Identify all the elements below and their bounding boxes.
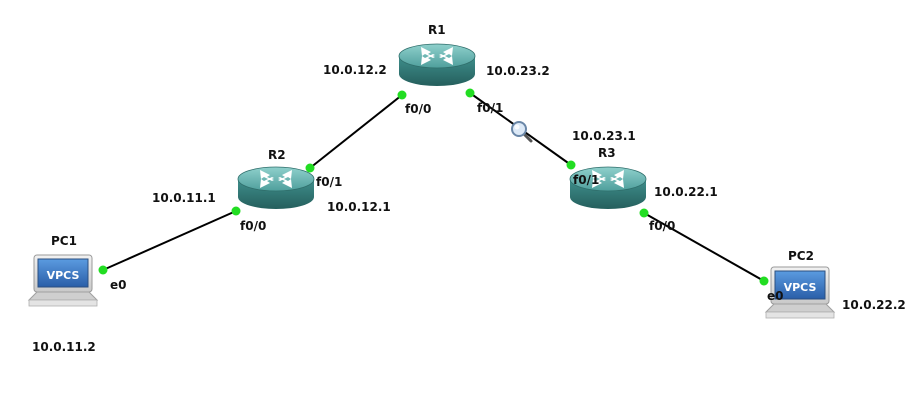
links bbox=[102, 92, 765, 282]
link-status-dots bbox=[98, 88, 769, 286]
link-r3-pc2[interactable] bbox=[643, 212, 765, 282]
packet-capture-icon[interactable] bbox=[511, 121, 533, 143]
ip-label-r3-f01: 10.0.23.1 bbox=[572, 129, 636, 143]
ip-label-pc2: 10.0.22.2 bbox=[842, 298, 906, 312]
pc1-screen-text: VPCS bbox=[47, 269, 80, 282]
port-label-pc2-e0: e0 bbox=[767, 289, 784, 303]
port-label-r2-f01: f0/1 bbox=[316, 175, 343, 189]
device-label-pc1: PC1 bbox=[51, 234, 77, 248]
port-label-pc1-e0: e0 bbox=[110, 278, 127, 292]
status-dot-r3-f00 bbox=[639, 208, 649, 218]
status-dot-pc1-e0 bbox=[98, 265, 108, 275]
status-dot-r2-f00 bbox=[231, 206, 241, 216]
vpcs-pc1[interactable]: VPCS bbox=[27, 254, 99, 307]
ip-label-r1-f01: 10.0.23.2 bbox=[486, 64, 550, 78]
port-label-r3-f01: f0/1 bbox=[573, 173, 600, 187]
router-r2[interactable] bbox=[237, 166, 315, 210]
status-dot-r3-f01 bbox=[566, 160, 576, 170]
device-label-r2: R2 bbox=[268, 148, 286, 162]
port-label-r1-f00: f0/0 bbox=[405, 102, 432, 116]
ip-label-r2-f01: 10.0.12.1 bbox=[327, 200, 391, 214]
device-label-pc2: PC2 bbox=[788, 249, 814, 263]
port-label-r3-f00: f0/0 bbox=[649, 219, 676, 233]
link-r2-pc1[interactable] bbox=[102, 210, 237, 271]
vpcs-pc2[interactable]: VPCS bbox=[764, 266, 836, 319]
ip-label-r2-f00: 10.0.11.1 bbox=[152, 191, 216, 205]
status-dot-r1-f01 bbox=[465, 88, 475, 98]
port-label-r1-f01: f0/1 bbox=[477, 101, 504, 115]
status-dot-r1-f00 bbox=[397, 90, 407, 100]
device-label-r1: R1 bbox=[428, 23, 446, 37]
link-r1-r2[interactable] bbox=[309, 94, 403, 169]
ip-label-r3-f00: 10.0.22.1 bbox=[654, 185, 718, 199]
ip-label-pc1: 10.0.11.2 bbox=[32, 340, 96, 354]
ip-label-r1-f00: 10.0.12.2 bbox=[323, 63, 387, 77]
port-label-r2-f00: f0/0 bbox=[240, 219, 267, 233]
pc2-screen-text: VPCS bbox=[784, 281, 817, 294]
router-r1[interactable] bbox=[398, 43, 476, 87]
status-dot-r2-f01 bbox=[305, 163, 315, 173]
device-label-r3: R3 bbox=[598, 146, 616, 160]
status-dot-pc2-e0 bbox=[759, 276, 769, 286]
